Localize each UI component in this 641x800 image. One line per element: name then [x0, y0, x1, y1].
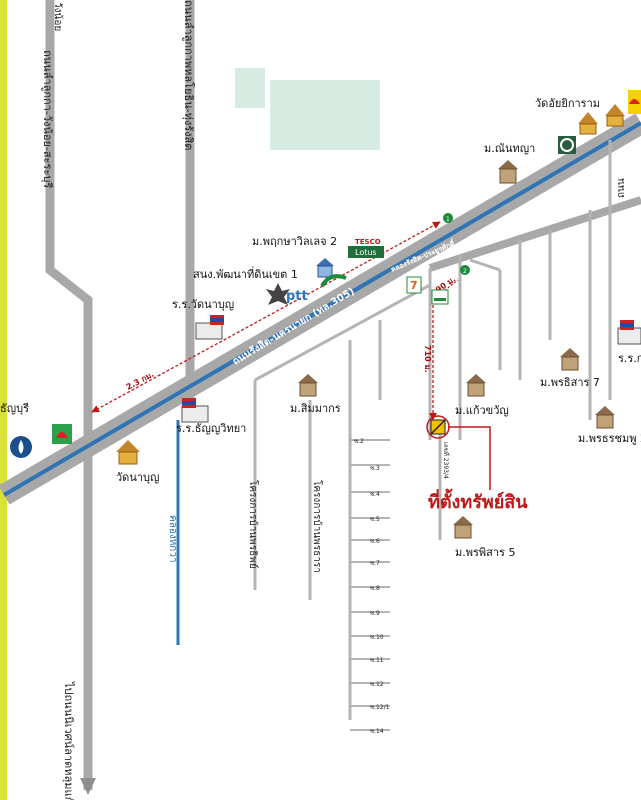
svg-text:2: 2: [463, 268, 467, 275]
wat-aiyikaram-label: วัดอัยยิการาม: [535, 97, 600, 110]
lotus-logo: [348, 246, 384, 258]
lotus-route-icon: [320, 274, 347, 288]
soi-label: ซ.6: [370, 538, 380, 545]
soi-lines: [350, 439, 390, 731]
seven-eleven-icon: 7: [406, 276, 422, 294]
m-prsarn7-label: ม.พรธิสาร 7: [540, 376, 600, 389]
temple-icon: [578, 112, 598, 135]
m-phruksa-label: ม.พฤกษาวิลเลจ 2: [252, 235, 337, 248]
office-label: สนง.พัฒนาที่ดินเขต 1: [193, 266, 298, 281]
soi-label: ซ.8: [370, 585, 380, 592]
seven-eleven-label: 7: [410, 279, 418, 292]
soi-label: ซ.14: [370, 728, 384, 735]
marker-1: 1: [443, 213, 453, 223]
thanyaburi-label: ธัญบุรี: [0, 402, 29, 415]
soi-labels: ซ.2 ซ.3 ซ.4 ซ.5 ซ.6 ซ.7 ซ.8 ซ.9 ซ.10 ซ.1…: [354, 438, 390, 735]
m-kaewkwanyu-label: ม.แก้วขวัญ: [455, 404, 509, 417]
soi-label: ซ.7: [370, 560, 380, 567]
shell-icon: [52, 424, 72, 444]
shell-icon: [628, 90, 641, 114]
distance-label-1: 2.3 กม.: [125, 370, 156, 392]
school-watnaboon-label: ร.ร.วัดนาบุญ: [172, 298, 234, 311]
property-label: ที่ตั้งทรัพย์สิน: [428, 488, 528, 513]
svg-text:1: 1: [446, 216, 450, 223]
soi-label: ซ.2: [354, 438, 364, 445]
house-icon: [316, 258, 334, 278]
project-label-1: โครงการบ้านพรธิพย์: [247, 480, 260, 569]
m-simmakon-label: ม.สิมมากร: [290, 402, 341, 415]
soi-label: ซ.9: [370, 610, 380, 617]
house-icon: [298, 374, 318, 397]
m-prsarn5-label: ม.พรพิสาร 5: [455, 546, 515, 559]
property-code: เลขที่ 2393/4: [442, 442, 450, 479]
emblem-icon: [266, 283, 290, 305]
road-label-right-top: ถนน: [616, 178, 627, 198]
left-border-strip: [0, 0, 7, 800]
ptt-label: ptt: [286, 289, 308, 304]
lotus-label: Lotus: [355, 248, 377, 257]
soi-label: ซ.5: [370, 516, 380, 523]
road-label-bottom: ไปถนนนิเวศน์ลาดหลุมแก้ว: [62, 681, 75, 800]
school-right-label: ร.ร.ก: [618, 352, 641, 365]
house-icon: [453, 516, 473, 539]
soi-label: ซ.12/1: [370, 704, 390, 711]
right-top-road: [428, 196, 641, 272]
road-label-left-vertical: ถนนลำลูกกา-วังน้อย-สะระบุรี: [41, 50, 54, 188]
soi-label: ซ.4: [370, 491, 380, 498]
school-icon: [195, 315, 224, 340]
road-label-left-top: วังน้อย: [52, 2, 64, 31]
school-icon: [181, 398, 209, 423]
gas-icon: [431, 289, 449, 305]
temple-icon: [116, 440, 140, 465]
canal-label: คลองหกวา: [167, 515, 178, 563]
project-label-2: โครงการบ้านพรธารา: [311, 480, 324, 573]
wat-naboon-label: วัดนาบุญ: [116, 471, 159, 484]
house-icon: [498, 160, 518, 184]
arrow-down-icon: [80, 778, 96, 795]
house-icon: [560, 348, 580, 371]
house-icon: [466, 374, 486, 397]
school-icon: [617, 320, 641, 345]
property-pointer-line: [448, 426, 491, 490]
marker-2: 2: [460, 265, 470, 275]
soi-label: ซ.11: [370, 657, 384, 664]
temple-icon: [605, 104, 625, 127]
distance-label-3: 710 ม.: [423, 345, 432, 373]
m-nanthaya-label: ม.ณันทญา: [484, 142, 535, 155]
tesco-label: TESCO: [355, 238, 381, 246]
house-icon: [595, 406, 615, 429]
field-area: [235, 68, 380, 150]
left-vertical-road: [45, 0, 93, 790]
m-phruksa-right-label: ม.พรธรชมพู 2: [578, 432, 641, 445]
road-label-middle: ถนนลำลูกกาพหลโยธิน-ทุ่งรังสิต: [182, 0, 196, 150]
school-thanyaburi-label: ร.ร.ธัญญวิทยา: [176, 422, 246, 435]
bank-icon: [10, 436, 32, 458]
soi-label: ซ.3: [370, 465, 380, 472]
soi-label: ซ.12: [370, 681, 384, 688]
property-marker-icon: [426, 415, 450, 439]
soi-label: ซ.10: [370, 634, 384, 641]
bank-icon: [558, 136, 576, 154]
